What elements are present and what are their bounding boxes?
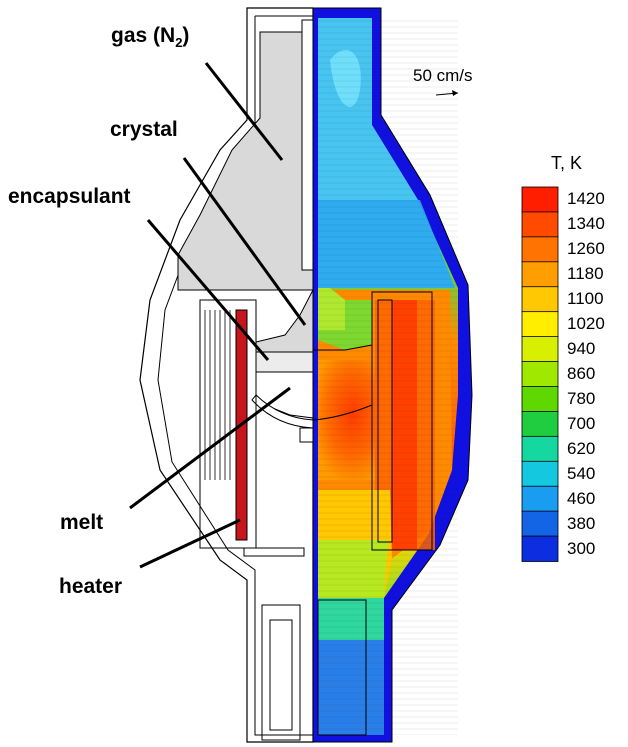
colorbar-tick-label: 860 — [567, 364, 596, 383]
colorbar-tick-label: 780 — [567, 388, 596, 408]
colorbar-swatch — [521, 410, 559, 438]
colorbar-swatch — [521, 460, 559, 488]
temperature-field-half — [312, 7, 473, 743]
colorbar-swatch — [521, 336, 559, 363]
colorbar-title: T, K — [551, 153, 583, 173]
colorbar-swatch — [521, 261, 559, 288]
colorbar-tick-label: 1260 — [567, 239, 605, 259]
label-heater: heater — [59, 575, 123, 598]
colorbar-tick-label: 940 — [567, 339, 596, 359]
label-crystal: crystal — [110, 118, 178, 141]
gas-region — [177, 31, 314, 291]
colorbar-swatch — [521, 386, 559, 413]
colorbar-swatch — [521, 211, 559, 238]
colorbar-tick-label: 540 — [567, 463, 596, 483]
temperature-colorbar — [521, 186, 559, 562]
colorbar-swatch — [521, 435, 559, 463]
colorbar-tick-label: 1420 — [567, 189, 605, 209]
colorbar-tick-label: 1020 — [567, 314, 605, 334]
geometry-half — [139, 7, 314, 743]
colorbar-swatch — [521, 535, 559, 562]
colorbar-tick-label: 1340 — [567, 214, 605, 234]
colorbar-swatch — [521, 236, 559, 263]
colorbar-tick-label: 300 — [567, 538, 596, 558]
colorbar-swatch — [521, 485, 559, 513]
label-gas: gas (N2) — [111, 24, 190, 51]
colorbar-tick-label: 700 — [567, 413, 596, 433]
colorbar-tick-label: 620 — [567, 438, 596, 458]
velocity-scale-label: 50 cm/s — [413, 66, 473, 85]
colorbar-tick-label: 460 — [567, 488, 596, 508]
colorbar-swatch — [521, 361, 559, 388]
colorbar-tick-label: 1100 — [567, 289, 604, 309]
label-melt: melt — [60, 511, 104, 534]
colorbar-swatch — [521, 186, 559, 213]
colorbar-swatch — [521, 311, 559, 338]
label-encapsulant: encapsulant — [8, 185, 131, 208]
colorbar-swatch — [521, 286, 559, 313]
colorbar-tick-label: 1180 — [567, 264, 604, 284]
leader-lines — [129, 62, 307, 569]
colorbar-tick-label: 380 — [567, 513, 596, 533]
colorbar-swatch — [521, 510, 559, 537]
